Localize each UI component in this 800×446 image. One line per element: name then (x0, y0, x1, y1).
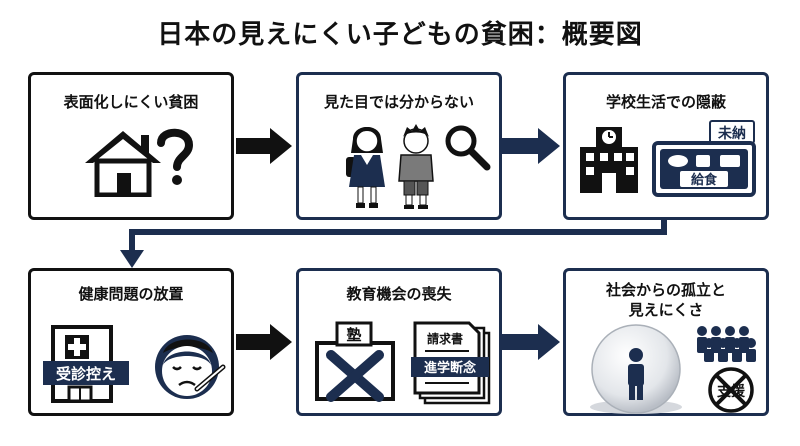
crowd-icon (697, 326, 756, 362)
box-education-loss: 教育機会の喪失 塾 請求書 進学断念 (296, 268, 502, 416)
arrow-right-icon (236, 128, 292, 164)
box-invisible-appearance: 見た目では分からない (296, 72, 502, 220)
invoice-title: 請求書 (427, 331, 463, 346)
page-title: 日本の見えにくい子どもの貧困：概要図 (157, 20, 643, 50)
arrow-right-icon (502, 128, 560, 164)
sick-child-icon (155, 335, 226, 399)
box-label: 見た目では分からない (323, 93, 474, 111)
crossed-screen-icon: 塾 (315, 321, 395, 402)
box-school-concealment: 学校生活での隠蔽 未納 給食 (563, 72, 769, 220)
no-support-icon: 支援 (708, 367, 754, 413)
house-icon (85, 131, 161, 197)
box-label-line-2: 見えにくさ (628, 301, 704, 319)
cram-school-sign: 塾 (346, 326, 361, 344)
box-label: 学校生活での隠蔽 (605, 93, 726, 111)
isolated-person-icon (590, 324, 682, 414)
school-lunch-label: 給食 (691, 172, 718, 188)
magnifier-icon (445, 125, 491, 171)
give-up-band: 進学断念 (424, 360, 476, 376)
box-label-line-1: 社会からの孤立と (605, 281, 726, 299)
box-label: 表面化しにくい貧困 (63, 93, 199, 111)
unpaid-tag: 未納 (718, 125, 746, 142)
box-label: 健康問題の放置 (78, 285, 184, 303)
question-mark-icon (157, 128, 194, 185)
clinic-sign: 受診控え (56, 365, 116, 383)
box-social-isolation: 社会からの孤立と 見えにくさ 支援 (563, 268, 769, 416)
box-label: 教育機会の喪失 (346, 285, 452, 303)
box-hidden-poverty: 表面化しにくい貧困 (28, 72, 234, 220)
lunch-tray-icon: 未納 給食 (652, 120, 756, 197)
connector-arrow-icon (120, 220, 667, 268)
invoice-icon: 請求書 進学断念 (411, 321, 491, 405)
box-health-neglect: 健康問題の放置 受診控え (28, 268, 234, 416)
girl-uniform-icon (346, 127, 385, 208)
clinic-icon: 受診控え (43, 325, 129, 403)
school-building-icon (580, 127, 638, 193)
arrow-right-icon (236, 324, 292, 360)
arrow-right-icon (502, 324, 560, 360)
boy-icon (398, 124, 434, 209)
